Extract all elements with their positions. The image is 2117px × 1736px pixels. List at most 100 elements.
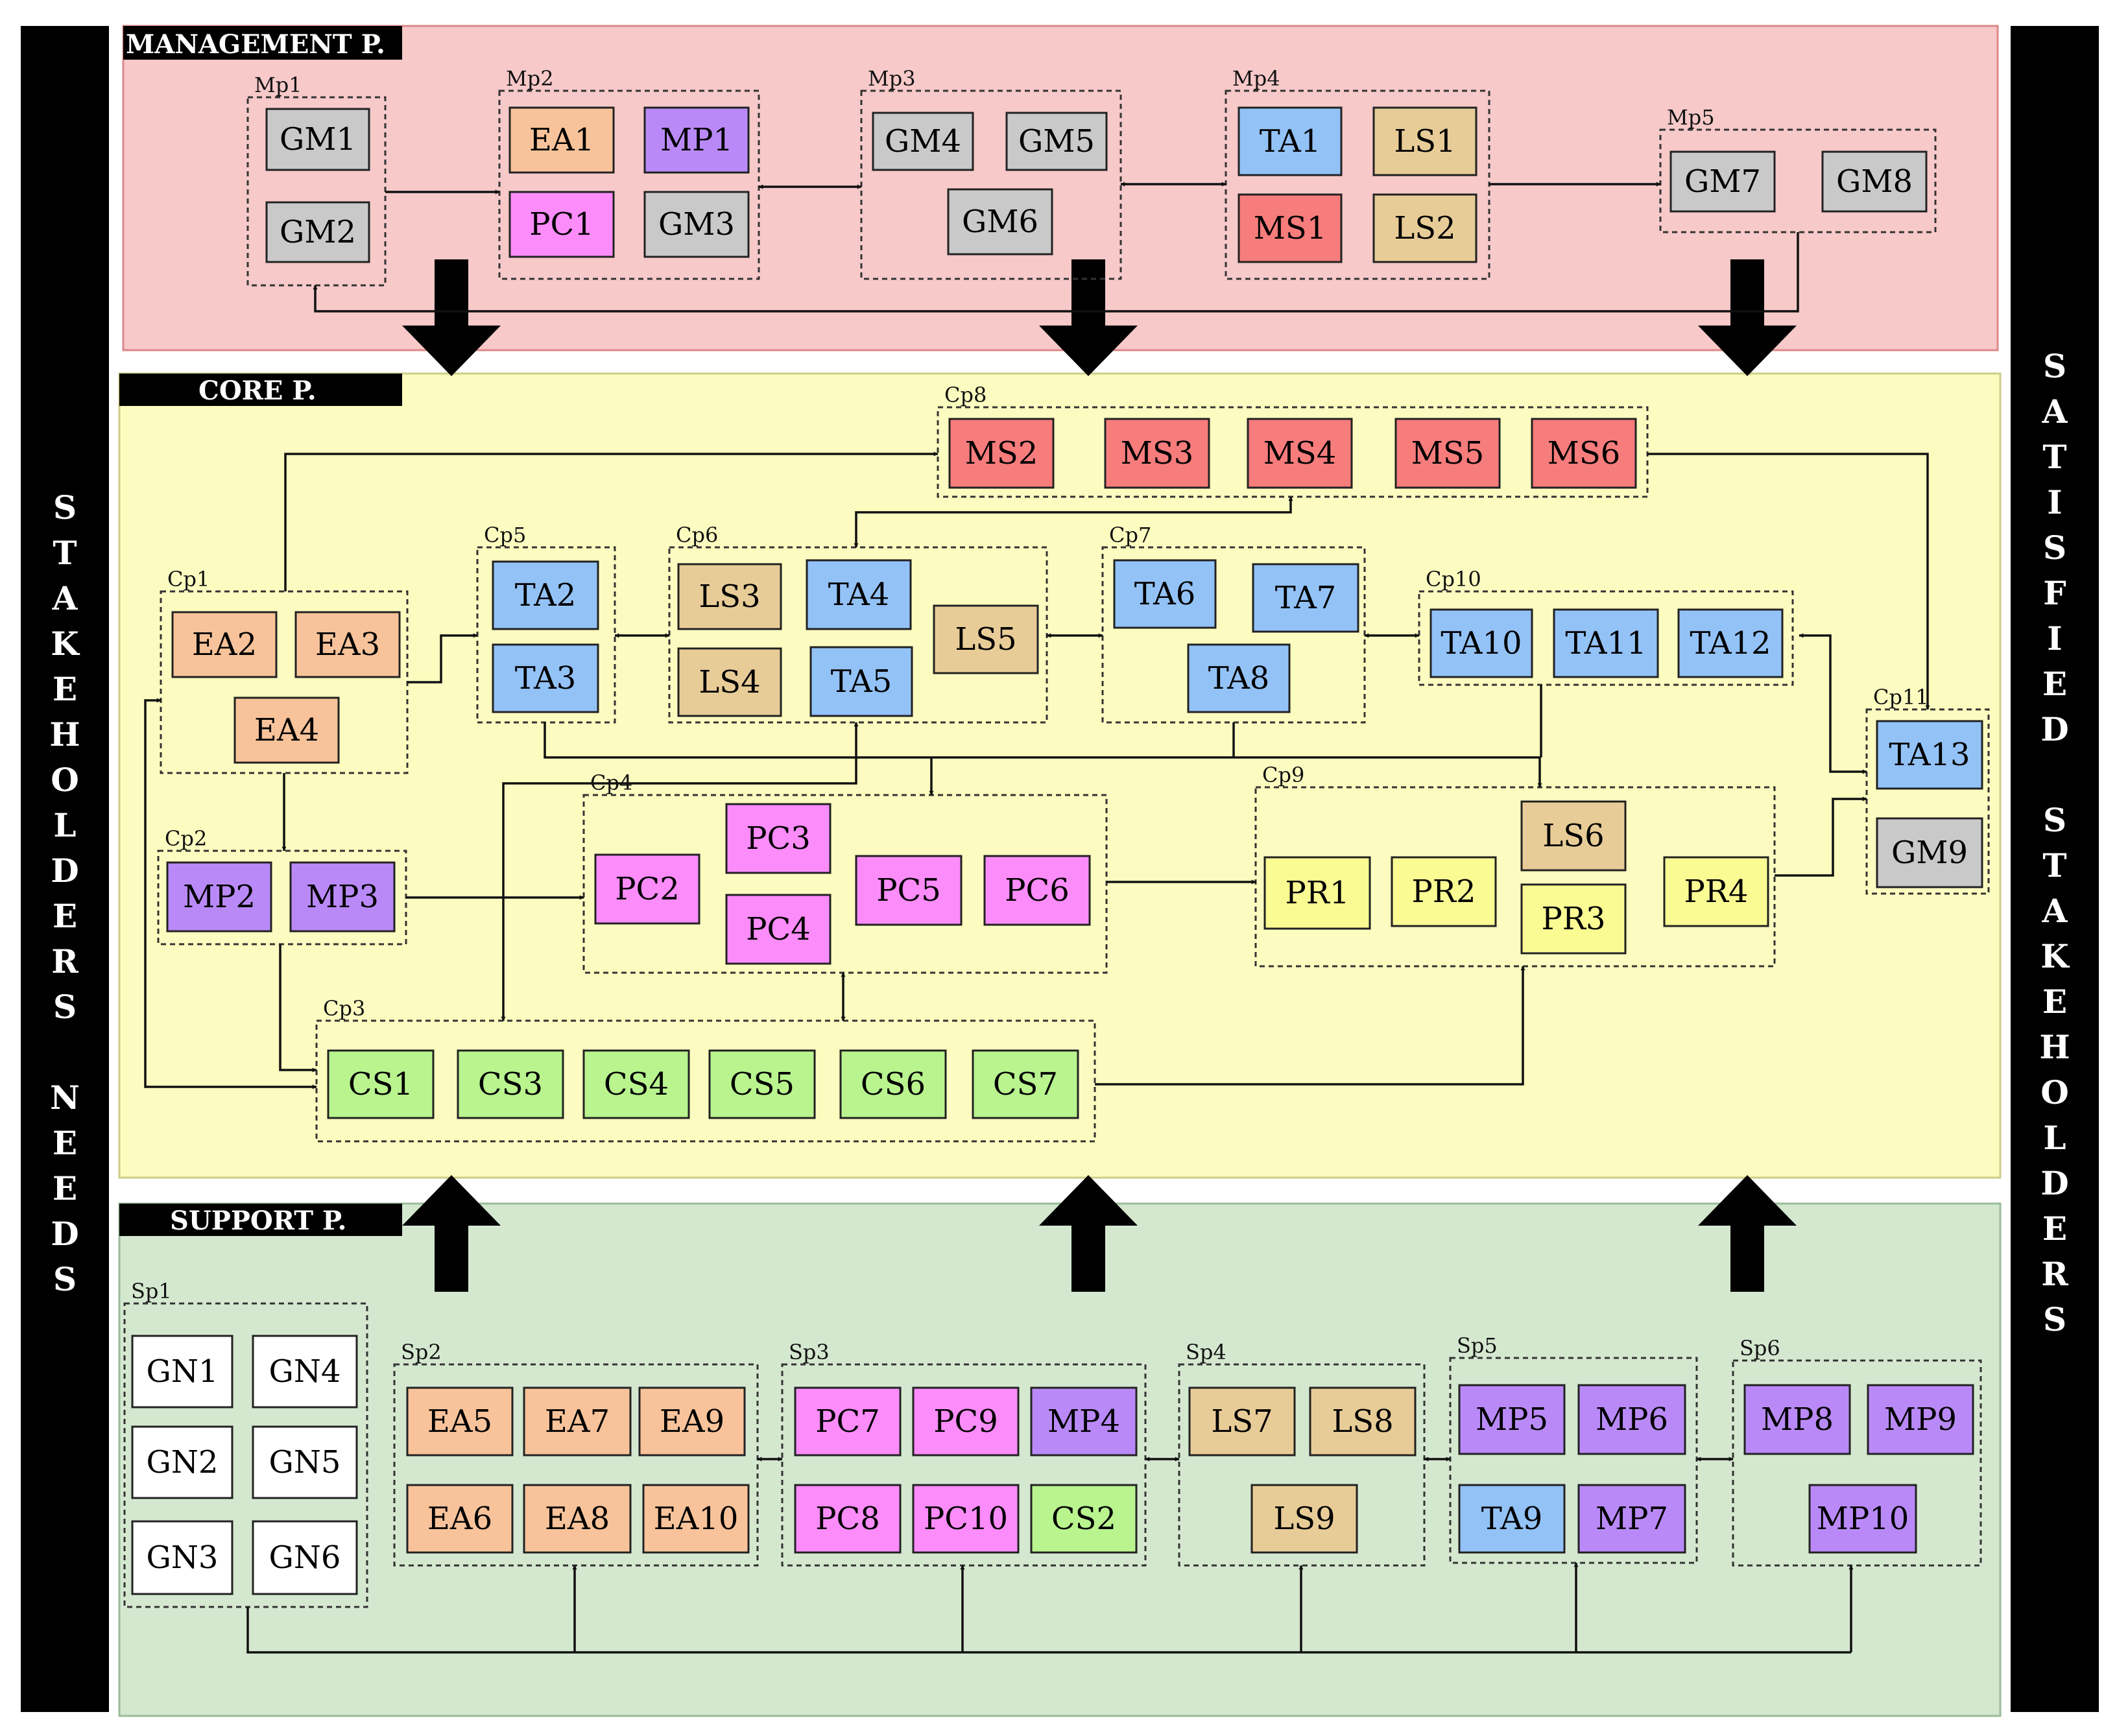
node-ta2[interactable]: TA2 [492, 560, 599, 630]
node-pc2[interactable]: PC2 [594, 853, 700, 925]
node-gm3[interactable]: GM3 [643, 191, 750, 258]
side-letter: A [2042, 392, 2068, 431]
node-mp3[interactable]: MP3 [289, 861, 396, 933]
node-ls2[interactable]: LS2 [1372, 193, 1477, 263]
node-pr3[interactable]: PR3 [1520, 883, 1627, 955]
node-ta12[interactable]: TA12 [1677, 608, 1784, 678]
node-mp5[interactable]: MP5 [1458, 1384, 1566, 1455]
node-ta9[interactable]: TA9 [1458, 1484, 1566, 1554]
node-ms1[interactable]: MS1 [1238, 193, 1343, 263]
node-ea10[interactable]: EA10 [642, 1484, 750, 1554]
node-ea4[interactable]: EA4 [233, 696, 340, 764]
node-box [1030, 1386, 1138, 1457]
node-cs5[interactable]: CS5 [708, 1049, 816, 1119]
node-mp2[interactable]: MP2 [166, 861, 272, 933]
node-ea1[interactable]: EA1 [508, 106, 615, 174]
node-box [508, 106, 615, 174]
node-ms2[interactable]: MS2 [948, 418, 1055, 489]
node-box [1808, 1484, 1917, 1554]
node-gm2[interactable]: GM2 [265, 201, 370, 263]
node-ea8[interactable]: EA8 [523, 1484, 632, 1554]
node-ta8[interactable]: TA8 [1187, 643, 1291, 713]
node-ms5[interactable]: MS5 [1394, 418, 1501, 489]
node-ea2[interactable]: EA2 [171, 611, 278, 678]
node-label: EA1 [529, 122, 594, 158]
node-gm8[interactable]: GM8 [1821, 150, 1928, 213]
node-pr2[interactable]: PR2 [1391, 856, 1497, 927]
node-cs3[interactable]: CS3 [457, 1049, 564, 1119]
node-ea6[interactable]: EA6 [406, 1484, 514, 1554]
node-ea3[interactable]: EA3 [294, 611, 401, 678]
node-box [1372, 106, 1477, 176]
node-ea5[interactable]: EA5 [406, 1386, 514, 1457]
node-gm9[interactable]: GM9 [1876, 817, 1983, 888]
side-letter: D [51, 851, 78, 890]
node-ls7[interactable]: LS7 [1188, 1386, 1296, 1457]
node-ta4[interactable]: TA4 [806, 559, 912, 630]
node-ls5[interactable]: LS5 [933, 604, 1039, 674]
node-pc1[interactable]: PC1 [508, 191, 615, 258]
node-mp4[interactable]: MP4 [1030, 1386, 1138, 1457]
node-box [972, 1049, 1079, 1119]
node-pc5[interactable]: PC5 [855, 855, 963, 926]
node-ls8[interactable]: LS8 [1309, 1386, 1417, 1457]
node-pr4[interactable]: PR4 [1663, 856, 1769, 927]
node-ls4[interactable]: LS4 [677, 647, 782, 717]
node-gm1[interactable]: GM1 [265, 108, 370, 171]
node-cs1[interactable]: CS1 [327, 1049, 435, 1119]
node-gn1[interactable]: GN1 [131, 1335, 233, 1409]
node-gn6[interactable]: GN6 [252, 1520, 358, 1595]
node-cs2[interactable]: CS2 [1030, 1484, 1138, 1554]
node-gn4[interactable]: GN4 [252, 1335, 358, 1409]
node-ls6[interactable]: LS6 [1520, 800, 1627, 872]
node-ta5[interactable]: TA5 [809, 646, 913, 717]
node-mp9[interactable]: MP9 [1867, 1384, 1974, 1455]
node-mp7[interactable]: MP7 [1577, 1484, 1686, 1554]
node-cs4[interactable]: CS4 [582, 1049, 690, 1119]
node-pc6[interactable]: PC6 [983, 855, 1091, 926]
node-ms3[interactable]: MS3 [1104, 418, 1210, 489]
node-gn3[interactable]: GN3 [131, 1520, 233, 1595]
node-ea7[interactable]: EA7 [523, 1386, 632, 1457]
node-ls9[interactable]: LS9 [1250, 1484, 1358, 1554]
node-ta13[interactable]: TA13 [1876, 720, 1983, 790]
node-ls3[interactable]: LS3 [677, 563, 782, 630]
node-pc3[interactable]: PC3 [725, 803, 831, 874]
node-gm4[interactable]: GM4 [872, 112, 974, 171]
node-pc7[interactable]: PC7 [794, 1386, 902, 1457]
node-pr1[interactable]: PR1 [1263, 856, 1371, 930]
node-label: MP9 [1884, 1401, 1957, 1438]
node-gn2[interactable]: GN2 [131, 1425, 233, 1499]
node-pc4[interactable]: PC4 [725, 894, 831, 965]
node-ls1[interactable]: LS1 [1372, 106, 1477, 176]
node-ta7[interactable]: TA7 [1252, 563, 1359, 633]
node-gm7[interactable]: GM7 [1669, 150, 1776, 213]
node-pc8[interactable]: PC8 [794, 1484, 902, 1554]
node-mp8[interactable]: MP8 [1743, 1384, 1851, 1455]
node-mp6[interactable]: MP6 [1577, 1384, 1686, 1455]
node-ta11[interactable]: TA11 [1553, 608, 1659, 678]
node-cs6[interactable]: CS6 [839, 1049, 947, 1119]
node-gn5[interactable]: GN5 [252, 1425, 358, 1499]
node-mp1[interactable]: MP1 [643, 106, 750, 174]
node-mp10[interactable]: MP10 [1808, 1484, 1917, 1554]
node-label: GN4 [269, 1353, 341, 1390]
node-ms4[interactable]: MS4 [1247, 418, 1353, 489]
node-box [1309, 1386, 1417, 1457]
group-sp1 [123, 1302, 368, 1608]
node-ea9[interactable]: EA9 [638, 1386, 746, 1457]
node-pc10[interactable]: PC10 [912, 1484, 1020, 1554]
node-box [1531, 418, 1637, 489]
node-cs7[interactable]: CS7 [972, 1049, 1079, 1119]
node-gm6[interactable]: GM6 [947, 188, 1053, 256]
node-ta10[interactable]: TA10 [1429, 608, 1533, 678]
node-pc9[interactable]: PC9 [912, 1386, 1020, 1457]
group-label-cp3: Cp3 [323, 996, 365, 1021]
node-gm5[interactable]: GM5 [1005, 112, 1108, 171]
node-ta1[interactable]: TA1 [1238, 106, 1343, 176]
node-ms6[interactable]: MS6 [1531, 418, 1637, 489]
node-box [933, 604, 1039, 674]
node-ta3[interactable]: TA3 [492, 643, 599, 713]
node-ta6[interactable]: TA6 [1113, 559, 1217, 629]
